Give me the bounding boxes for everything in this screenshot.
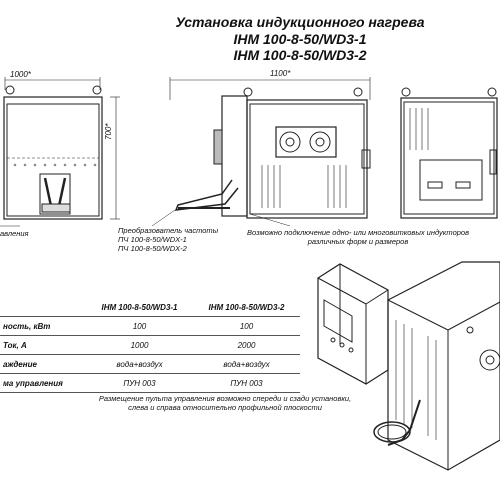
front-view (3, 77, 120, 220)
title-line-2: ІНМ 100-8-50/WD3-1 (233, 31, 367, 47)
note-converters-line-1: Преобразователь частоты (118, 226, 219, 235)
side-view (169, 77, 371, 219)
table-cell-value: 2000 (193, 335, 300, 355)
note-placement: Размещение пульта управления возможно сп… (75, 394, 375, 412)
note-placement-line-1: Размещение пульта управления возможно сп… (98, 394, 352, 403)
table-row: ма управления ПУН 003 ПУН 003 (0, 373, 300, 393)
table-row: Ток, А 1000 2000 (0, 335, 300, 355)
note-left-cut: авления (0, 229, 29, 238)
table-cell-value: вода+воздух (86, 354, 193, 374)
spec-table: ІНМ 100-8-50/WD3-1 ІНМ 100-8-50/WD3-2 но… (0, 298, 300, 393)
dimension-height-front: 700* (104, 123, 113, 140)
table-cell-value: 100 (193, 316, 300, 336)
dimension-width-side: 1100* (270, 69, 291, 78)
table-header-model-1: ІНМ 100-8-50/WD3-1 (86, 298, 193, 317)
note-inductors-line-1: Возможно подключение одно- или многовитк… (246, 228, 470, 237)
table-cell-param: Ток, А (0, 335, 86, 355)
title-line-1: Установка индукционного нагрева (175, 14, 425, 30)
table-cell-value: 100 (86, 316, 193, 336)
note-converters: Преобразователь частоты ПЧ 100-8-50/WDX-… (118, 226, 218, 253)
table-cell-value: ПУН 003 (86, 373, 193, 393)
table-cell-param: аждение (0, 354, 86, 374)
table-row: ность, кВт 100 100 (0, 316, 300, 336)
table-cell-value: вода+воздух (193, 354, 300, 374)
table-cell-param: ма управления (0, 373, 86, 393)
table-header-param (0, 298, 86, 317)
note-inductors: Возможно подключение одно- или многовитк… (238, 228, 478, 246)
note-inductors-line-2: различных форм и размеров (307, 237, 409, 246)
note-converters-line-2: ПЧ 100-8-50/WDX-1 (118, 235, 187, 244)
note-converters-line-3: ПЧ 100-8-50/WDX-2 (118, 244, 187, 253)
table-row: аждение вода+воздух вода+воздух (0, 354, 300, 374)
table-cell-value: 1000 (86, 335, 193, 355)
table-cell-value: ПУН 003 (193, 373, 300, 393)
note-placement-line-2: слева и справа относительно профильной п… (128, 403, 322, 412)
isometric-view (317, 261, 500, 471)
dimension-width-front: 1000* (10, 70, 31, 79)
title-line-3: ІНМ 100-8-50/WD3-2 (233, 47, 367, 63)
table-header-row: ІНМ 100-8-50/WD3-1 ІНМ 100-8-50/WD3-2 (0, 298, 300, 317)
table-cell-param: ность, кВт (0, 316, 86, 336)
back-view (400, 87, 498, 219)
table-header-model-2: ІНМ 100-8-50/WD3-2 (193, 298, 300, 317)
